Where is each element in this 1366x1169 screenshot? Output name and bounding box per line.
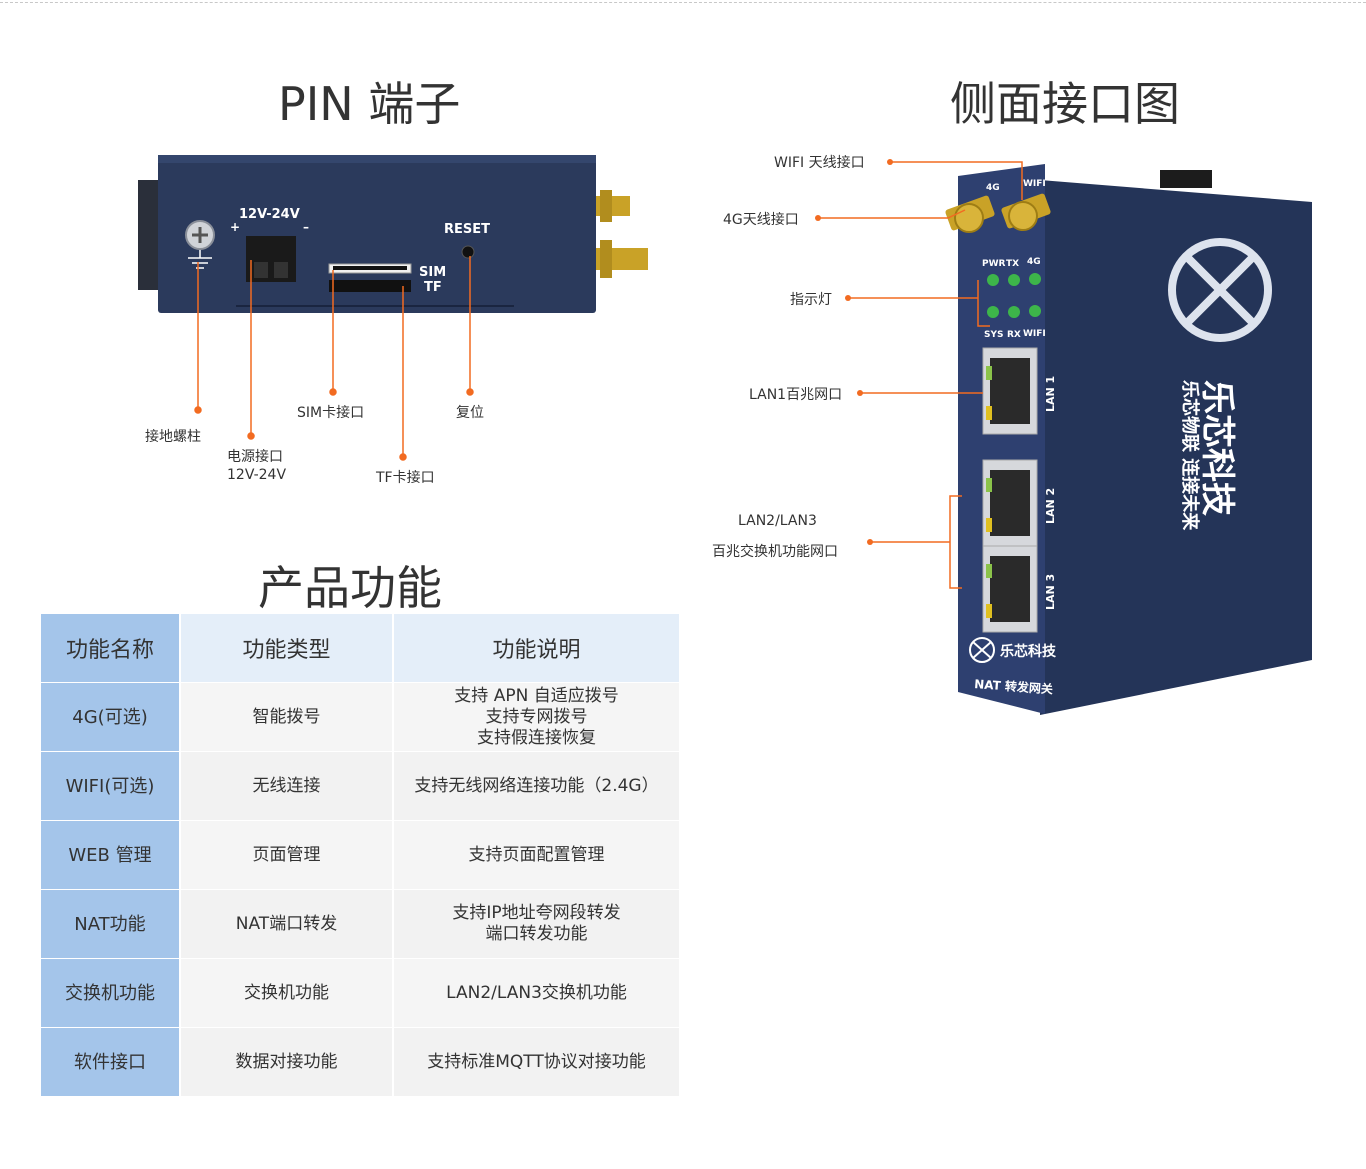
table-row: WEB 管理 页面管理 支持页面配置管理 (41, 820, 681, 890)
svg-text:LAN 3: LAN 3 (1044, 574, 1057, 610)
function-name-cell: WEB 管理 (41, 820, 181, 890)
table-row: 软件接口 数据对接功能 支持标准MQTT协议对接功能 (41, 1027, 681, 1096)
svg-text:TX: TX (1006, 259, 1019, 269)
device-side-panel (1040, 180, 1312, 715)
brand-logo-icon (969, 637, 995, 663)
lan2-port-icon (982, 459, 1038, 547)
function-type-cell: 数据对接功能 (180, 1027, 394, 1096)
pin-device-illustration: 12V-24V + – SIM TF RESET (138, 155, 648, 461)
indicator-callout: 指示灯 (790, 292, 832, 308)
function-name-cell: 4G(可选) (41, 682, 181, 752)
function-section-title: 产品功能 (258, 561, 442, 615)
svg-text:WIFI: WIFI (1023, 179, 1046, 189)
antenna-connector-icon (596, 240, 648, 278)
lan3-port-icon (982, 545, 1038, 633)
antenna-wifi-icon (1001, 193, 1051, 231)
side-slogan: 乐芯物联 连接未来 (1179, 380, 1201, 531)
sim-callout: SIM卡接口 (297, 405, 365, 421)
header-function-name: 功能名称 (41, 614, 181, 683)
side-callout-lines (818, 161, 1023, 589)
table-header-row: 功能名称 功能类型 功能说明 (41, 614, 681, 683)
svg-text:SIM: SIM (419, 265, 446, 280)
function-type-cell: 页面管理 (180, 820, 394, 890)
function-desc-cell: 支持标准MQTT协议对接功能 (393, 1027, 681, 1096)
svg-text:RX: RX (1007, 330, 1021, 340)
antenna-connector-icon (596, 190, 630, 222)
indicator-leds (987, 273, 1041, 318)
lan1-callout: LAN1百兆网口 (749, 387, 843, 403)
feature-table: 功能名称 功能类型 功能说明 4G(可选) 智能拨号 支持 APN 自适应拨号 … (41, 614, 681, 1096)
pin-terminal-diagram: 12V-24V + – SIM TF RESET 接地螺柱 电源接口 12V-2… (0, 0, 700, 520)
ground-callout: 接地螺柱 (145, 429, 201, 445)
function-name-cell: WIFI(可选) (41, 751, 181, 821)
sim-slot-icon (328, 263, 412, 274)
svg-text:TF: TF (424, 280, 442, 295)
svg-text:4G: 4G (986, 183, 1000, 193)
lte-antenna-callout: 4G天线接口 (723, 212, 799, 228)
din-rail-bracket (138, 180, 160, 290)
reset-label: RESET (444, 222, 490, 237)
function-desc-cell: 支持 APN 自适应拨号 支持专网拨号 支持假连接恢复 (393, 682, 681, 752)
power-callout-line1: 电源接口 (227, 449, 283, 465)
svg-text:NAT 转发网关: NAT 转发网关 (974, 676, 1054, 696)
function-name-cell: 软件接口 (41, 1027, 181, 1096)
power-callout-line2: 12V-24V (227, 467, 287, 483)
top-dashed-divider (0, 2, 1366, 3)
callout-lines (194, 256, 474, 461)
function-desc-cell: 支持IP地址夸网段转发 端口转发功能 (393, 889, 681, 959)
function-type-cell: 智能拨号 (180, 682, 394, 752)
svg-text:LAN 1: LAN 1 (1044, 376, 1057, 412)
function-type-cell: 无线连接 (180, 751, 394, 821)
svg-text:+: + (230, 220, 240, 234)
function-desc-cell: LAN2/LAN3交换机功能 (393, 958, 681, 1028)
table-row: 4G(可选) 智能拨号 支持 APN 自适应拨号 支持专网拨号 支持假连接恢复 (41, 682, 681, 752)
function-desc-cell: 支持无线网络连接功能（2.4G） (393, 751, 681, 821)
lan1-port-icon (982, 347, 1038, 435)
svg-text:–: – (303, 220, 309, 234)
svg-text:WIFI: WIFI (1023, 329, 1046, 339)
side-device-illustration: 4G WIFI PWR TX 4G SYS RX WIFI LAN 1 LAN … (815, 159, 1312, 715)
lan23-callout-line2: 百兆交换机功能网口 (712, 544, 838, 560)
function-name-cell: 交换机功能 (41, 958, 181, 1028)
function-type-cell: 交换机功能 (180, 958, 394, 1028)
function-desc-cell: 支持页面配置管理 (393, 820, 681, 890)
reset-callout: 复位 (456, 405, 484, 421)
svg-text:SYS: SYS (984, 330, 1003, 340)
table-row: WIFI(可选) 无线连接 支持无线网络连接功能（2.4G） (41, 751, 681, 821)
side-section-title: 侧面接口图 (950, 77, 1180, 131)
table-row: 交换机功能 交换机功能 LAN2/LAN3交换机功能 (41, 958, 681, 1028)
svg-text:LAN 2: LAN 2 (1044, 488, 1057, 524)
side-brand-name: 乐芯科技 (1197, 380, 1237, 516)
tf-callout: TF卡接口 (376, 470, 435, 486)
voltage-label: 12V-24V (239, 207, 300, 222)
header-function-desc: 功能说明 (393, 614, 681, 683)
side-interface-diagram: 4G WIFI PWR TX 4G SYS RX WIFI LAN 1 LAN … (700, 140, 1366, 740)
reset-button-icon (461, 245, 475, 259)
ground-screw-icon (185, 220, 215, 269)
side-brand-logo-icon (1168, 238, 1272, 342)
lan23-callout-line1: LAN2/LAN3 (738, 513, 817, 529)
function-type-cell: NAT端口转发 (180, 889, 394, 959)
header-function-type: 功能类型 (180, 614, 394, 683)
tf-slot-icon (329, 280, 411, 292)
svg-text:乐芯科技: 乐芯科技 (1000, 643, 1057, 660)
svg-text:PWR: PWR (982, 259, 1006, 269)
wifi-antenna-callout: WIFI 天线接口 (774, 155, 865, 171)
function-name-cell: NAT功能 (41, 889, 181, 959)
power-terminal-icon (246, 236, 296, 282)
svg-text:4G: 4G (1027, 257, 1041, 267)
table-row: NAT功能 NAT端口转发 支持IP地址夸网段转发 端口转发功能 (41, 889, 681, 959)
pin-section-title: PIN 端子 (278, 77, 461, 131)
